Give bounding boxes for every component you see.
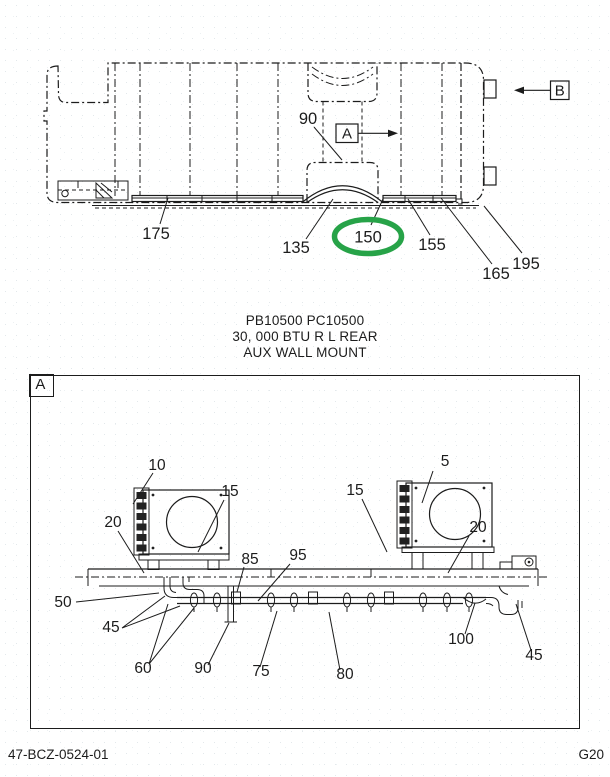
callout-195: 195 [512, 255, 540, 273]
top-view-callouts: 90 175 135 150 155 165 195 [142, 110, 540, 283]
callout-15-right: 15 [346, 482, 363, 499]
detail-view-a-marker: A [29, 374, 55, 398]
caption-line-1: PB10500 PC10500 [245, 313, 365, 328]
wheel-well-bottom [301, 161, 384, 203]
arrow-left-icon [514, 86, 524, 94]
callout-90-detail: 90 [194, 660, 212, 677]
wheel-well-top [307, 63, 378, 162]
pipe-loop-clamps [189, 592, 474, 612]
heater-duct [92, 194, 479, 209]
front-heater-assembly [57, 180, 129, 201]
view-marker-a-label: A [342, 126, 352, 143]
callout-20-left: 20 [104, 514, 122, 531]
callout-10: 10 [148, 457, 166, 474]
heater-pipe-run [163, 577, 523, 623]
callout-50: 50 [54, 594, 72, 611]
caption-line-3: AUX WALL MOUNT [243, 345, 367, 360]
detail-view-a-diagram: 10 15 20 5 15 20 85 95 50 45 60 90 75 80… [54, 453, 547, 683]
bus-outline [43, 62, 485, 204]
pipe-couplings [231, 591, 394, 605]
view-marker-b-label: B [555, 83, 565, 100]
drain-tube [224, 586, 237, 623]
body-section-lines [114, 63, 443, 196]
callout-45-left: 45 [102, 619, 119, 636]
callout-150: 150 [354, 229, 382, 247]
pipe-right-elbows [462, 585, 523, 615]
callout-155: 155 [418, 236, 446, 254]
caption-block: PB10500 PC10500 30, 000 BTU R L REAR AUX… [0, 313, 610, 361]
top-view-diagram: A B 90 175 135 150 15 [43, 62, 570, 283]
wall-base-rail [75, 555, 547, 587]
callout-135: 135 [282, 239, 310, 257]
detail-view-a-box: A [29, 374, 580, 729]
view-marker-a: A [335, 123, 398, 144]
footer: 47-BCZ-0524-01 G20 [0, 747, 610, 767]
callout-60: 60 [134, 660, 152, 677]
heater-unit-left [133, 487, 230, 570]
callout-80: 80 [336, 666, 354, 683]
highlight-ellipse [331, 216, 405, 257]
callout-100: 100 [448, 631, 474, 648]
callout-45-right: 45 [525, 647, 542, 664]
detail-callouts: 10 15 20 5 15 20 85 95 50 45 60 90 75 80… [54, 453, 542, 683]
view-marker-b: B [514, 80, 570, 101]
document-number: 47-BCZ-0524-01 [8, 747, 109, 762]
callout-90: 90 [299, 110, 317, 128]
detail-view-a-marker-label: A [35, 376, 46, 394]
arrow-right-icon [388, 129, 398, 137]
caption-line-2: 30, 000 BTU R L REAR [232, 329, 378, 344]
callout-85: 85 [241, 551, 258, 568]
callout-5: 5 [441, 453, 450, 470]
page-code: G20 [578, 747, 604, 762]
callout-175: 175 [142, 225, 170, 243]
detail-leader-lines [75, 470, 532, 671]
rear-hinges [483, 79, 497, 186]
callout-165: 165 [482, 265, 510, 283]
callout-15-left: 15 [221, 483, 238, 500]
callout-75: 75 [252, 663, 269, 680]
callout-95: 95 [289, 547, 306, 564]
callout-20-right: 20 [469, 519, 487, 536]
